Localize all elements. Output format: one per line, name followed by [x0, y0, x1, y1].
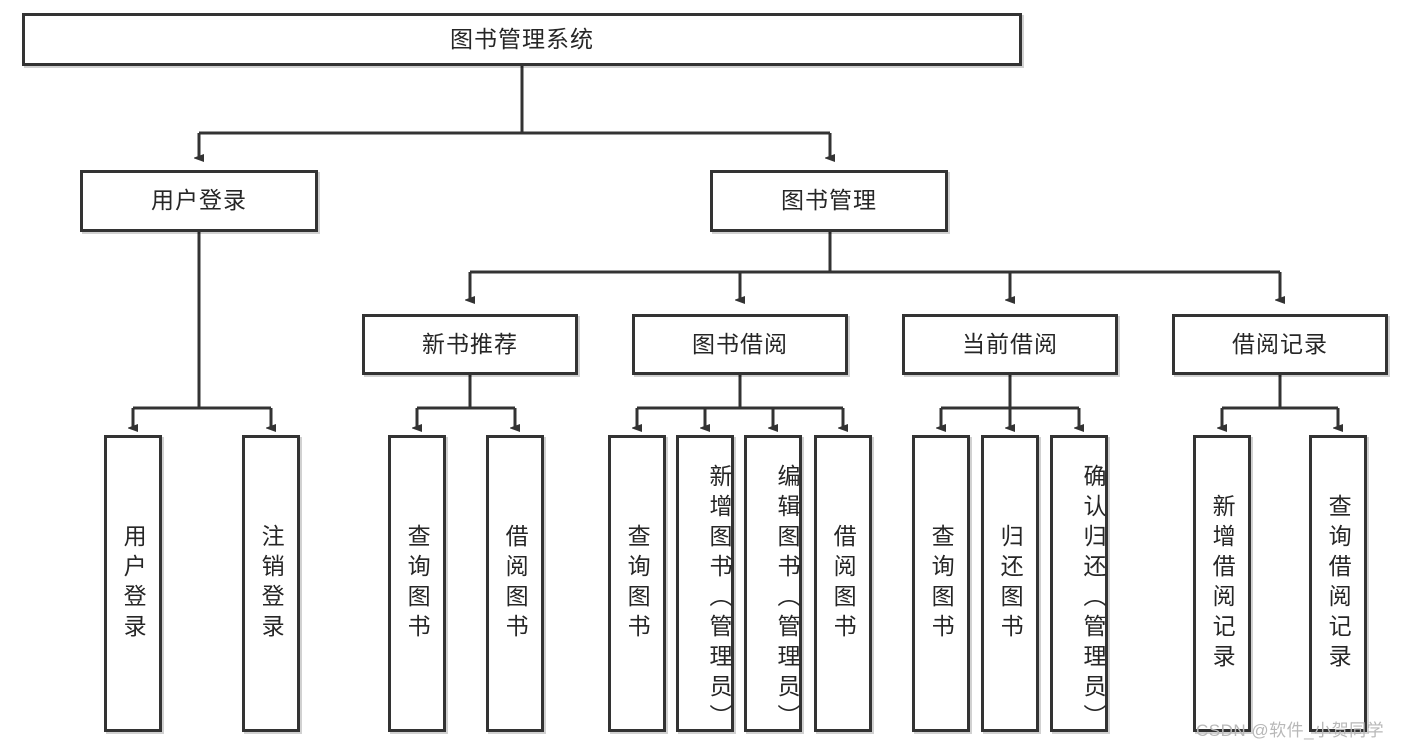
leaf-add-book-admin[interactable]: 新增图书（管理员） [676, 435, 734, 734]
leaf-return-book[interactable]: 归还图书 [981, 435, 1039, 732]
leaf-query-borrow-record[interactable]: 查询借阅记录 [1309, 435, 1367, 732]
csdn-watermark: CSDN @软件_小贺同学 [1196, 721, 1385, 740]
leaf-user-login[interactable]: 用户登录 [104, 435, 162, 732]
leaf-borrow-book-borrow[interactable]: 借阅图书 [814, 435, 872, 732]
node-book-borrow[interactable]: 图书借阅 [632, 314, 848, 375]
leaf-query-book-borrow[interactable]: 查询图书 [608, 435, 666, 732]
leaf-confirm-return-admin[interactable]: 确认归还（管理员） [1050, 435, 1108, 734]
leaf-user-logout[interactable]: 注销登录 [242, 435, 300, 732]
node-book-manage[interactable]: 图书管理 [710, 170, 948, 232]
leaf-add-borrow-record[interactable]: 新增借阅记录 [1193, 435, 1251, 732]
node-borrow-record[interactable]: 借阅记录 [1172, 314, 1388, 375]
node-current-borrow[interactable]: 当前借阅 [902, 314, 1118, 375]
leaf-borrow-book-recommend[interactable]: 借阅图书 [486, 435, 544, 732]
node-user-login[interactable]: 用户登录 [80, 170, 318, 232]
leaf-edit-book-admin[interactable]: 编辑图书（管理员） [744, 435, 802, 734]
leaf-query-book-recommend[interactable]: 查询图书 [388, 435, 446, 732]
leaf-query-book-current[interactable]: 查询图书 [912, 435, 970, 732]
node-new-book-recommend[interactable]: 新书推荐 [362, 314, 578, 375]
node-root[interactable]: 图书管理系统 [22, 13, 1022, 66]
